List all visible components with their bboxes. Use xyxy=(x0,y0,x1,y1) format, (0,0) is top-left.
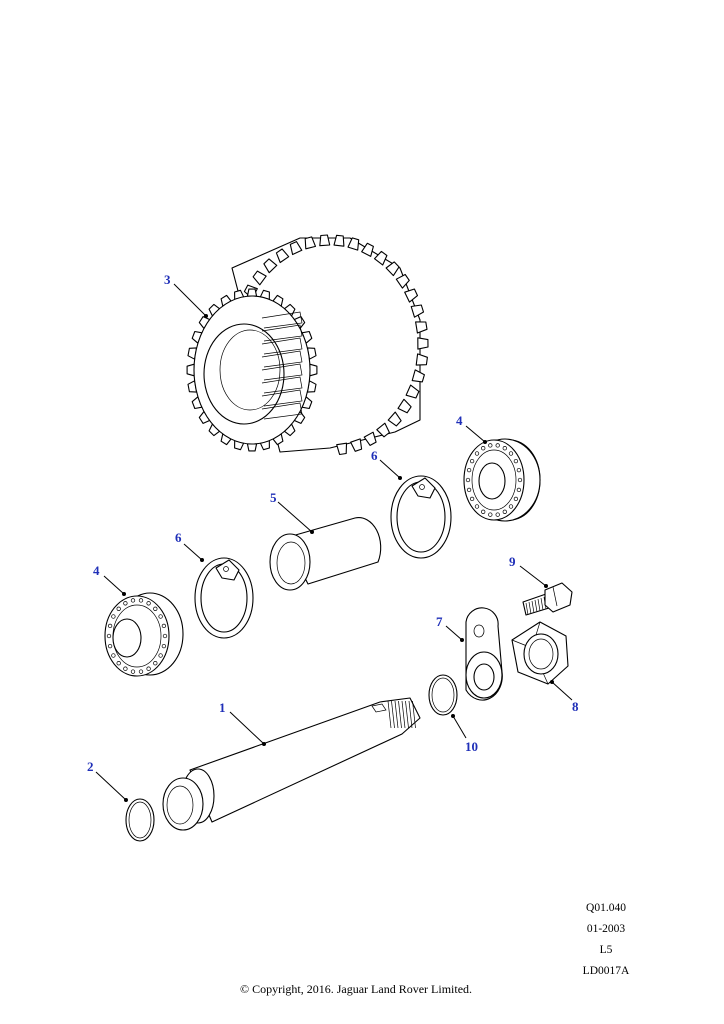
diagram-date: 01-2003 xyxy=(586,923,626,935)
callout-1: 1 xyxy=(219,700,226,715)
o-ring-part-10 xyxy=(428,674,458,716)
sleeve-part-5 xyxy=(269,517,382,591)
callout-4-lower: 4 xyxy=(93,563,100,578)
bearing-part-4-lower xyxy=(104,592,184,677)
callout-4-upper: 4 xyxy=(456,413,463,428)
callout-2: 2 xyxy=(87,759,94,774)
callout-9: 9 xyxy=(509,554,516,569)
copyright-notice: © Copyright, 2016. Jaguar Land Rover Lim… xyxy=(239,982,473,996)
callout-5: 5 xyxy=(270,490,277,505)
circlip-part-6-lower xyxy=(194,557,254,639)
callout-3: 3 xyxy=(164,272,171,287)
circlip-part-6-upper xyxy=(390,475,452,559)
shaft-part-1 xyxy=(162,697,421,831)
gear-cluster-part-3 xyxy=(186,234,429,456)
callout-7: 7 xyxy=(436,614,443,629)
ring-part-2 xyxy=(125,798,155,842)
bearing-part-4-upper xyxy=(463,438,541,522)
diagram-level: L5 xyxy=(599,944,613,956)
callout-10: 10 xyxy=(465,739,478,754)
bolt-part-9 xyxy=(522,582,573,616)
diagram-reference: LD0017A xyxy=(582,965,630,977)
callout-6-upper: 6 xyxy=(371,448,378,463)
callout-8: 8 xyxy=(572,699,579,714)
callout-6-lower: 6 xyxy=(175,530,182,545)
callout-leaders xyxy=(95,283,573,802)
diagram-code: Q01.040 xyxy=(586,902,626,914)
nut-part-8 xyxy=(511,621,569,685)
tab-washer-part-7 xyxy=(465,607,503,701)
